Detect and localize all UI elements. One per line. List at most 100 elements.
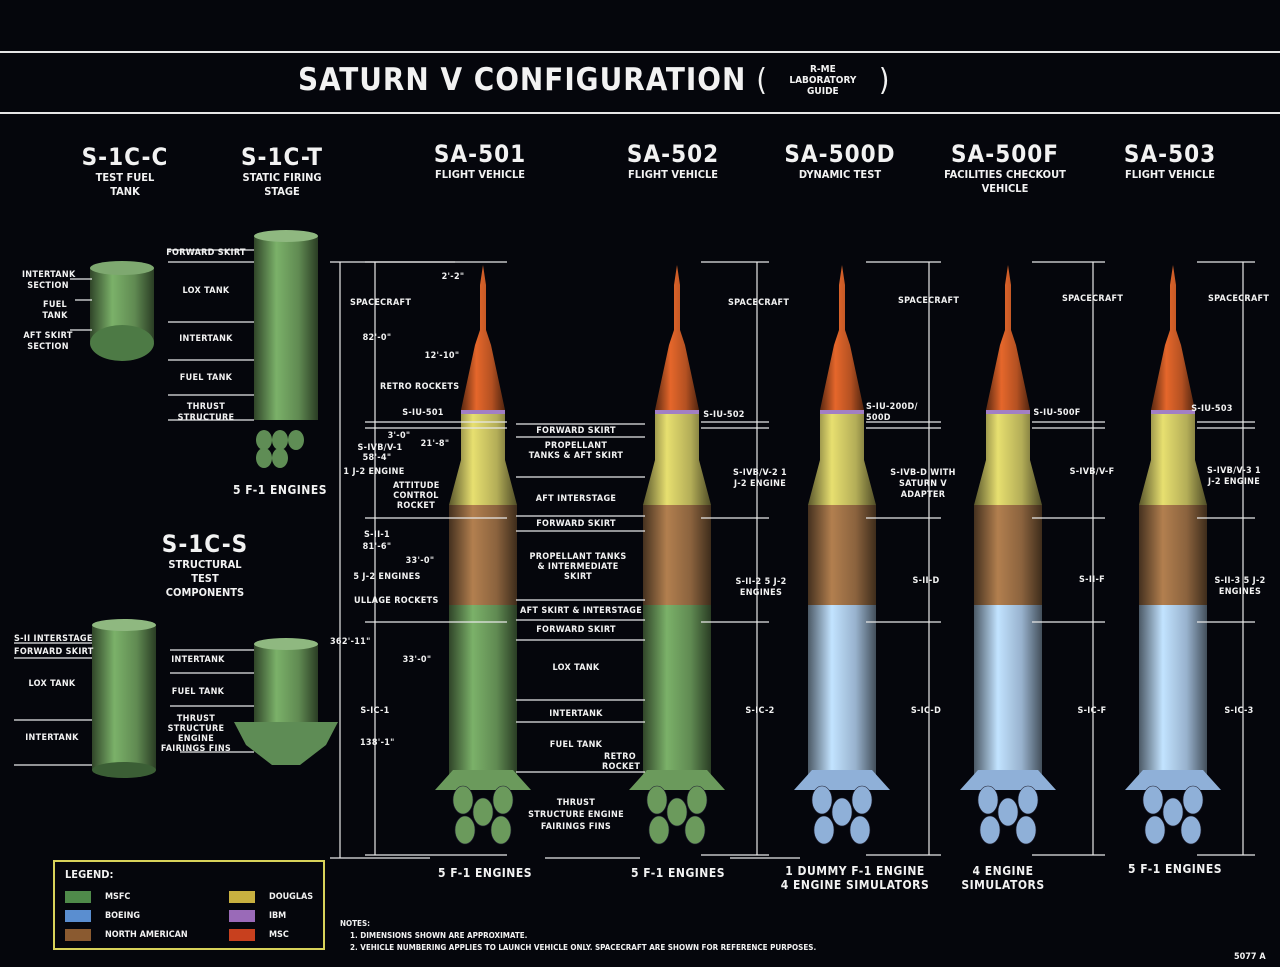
spacecraft	[655, 265, 699, 410]
dim-label: 1 J-2 ENGINE	[343, 467, 405, 477]
vehicle-subtitle: FLIGHT VEHICLE	[1124, 168, 1216, 181]
s1cs-lox-tank-bottom	[92, 762, 156, 778]
label: FUEL TANK	[171, 687, 225, 697]
notes-title: NOTES:	[340, 919, 371, 928]
paren: (	[756, 62, 767, 98]
s-ic-stage	[1139, 605, 1207, 775]
engine-bell	[666, 797, 688, 827]
legend-swatch	[229, 891, 255, 903]
component-label: LOX TANK	[552, 663, 600, 673]
dim-label: S-IC-F	[1077, 706, 1107, 716]
spacecraft	[820, 265, 864, 410]
s-ii-stage	[449, 505, 517, 605]
dim-label: 58'-4"	[362, 453, 392, 463]
drawing-number: 5077 A	[1234, 952, 1266, 962]
dim-label: 5 J-2 ENGINES	[353, 572, 421, 582]
engine-bell	[646, 785, 668, 815]
dim-label: S-IVB/V-F	[1069, 467, 1115, 477]
note-item: 2. VEHICLE NUMBERING APPLIES TO LAUNCH V…	[350, 943, 817, 952]
label: FORWARD SKIRT	[166, 248, 246, 258]
component-label: RETRO ROCKET	[602, 752, 641, 772]
label: FORWARD SKIRT	[14, 647, 94, 657]
label: INTERTANK SECTION	[22, 270, 76, 291]
engine-bell	[490, 815, 512, 845]
s1cs-fuel-tank	[254, 644, 318, 722]
engine-bell	[1015, 815, 1037, 845]
vehicle-subtitle: FLIGHT VEHICLE	[434, 168, 526, 181]
dim-label: ULLAGE ROCKETS	[354, 596, 439, 606]
f1-engine	[256, 448, 272, 468]
s-ic-stage	[643, 605, 711, 775]
dim-label: 12'-10"	[424, 351, 460, 361]
legend-swatch	[229, 910, 255, 922]
title-sub: R-ME LABORATORY GUIDE	[789, 63, 857, 97]
s1cs-lox-tank-top	[92, 619, 156, 631]
s-ii-stage	[974, 505, 1042, 605]
engine-bell	[648, 815, 670, 845]
vehicle-subtitle: STATIC FIRING STAGE	[242, 171, 322, 198]
vehicle-subtitle: STRUCTURAL TEST COMPONENTS	[165, 558, 245, 599]
component-label: AFT INTERSTAGE	[535, 494, 617, 504]
f1-engine	[272, 430, 288, 450]
title-rule	[0, 112, 1280, 114]
dim-label: S-IC-3	[1224, 706, 1254, 716]
vehicle-id: S-1C-S	[161, 530, 249, 558]
s-ivb-stage	[808, 414, 876, 505]
engine-bell	[1142, 785, 1164, 815]
paren: )	[878, 62, 890, 98]
legend-item-north-american: NORTH AMERICAN	[65, 929, 188, 941]
legend-item-ibm: IBM	[229, 910, 286, 922]
engines-label: 5 F-1 ENGINES	[1128, 862, 1222, 876]
engine-bell	[977, 785, 999, 815]
instrument-unit	[986, 410, 1030, 414]
s-ivb-stage	[643, 414, 711, 505]
dim-label: 33'-0"	[405, 556, 435, 566]
dim-label: S-IVB/V-2 1 J-2 ENGINE	[733, 468, 787, 489]
legend-swatch	[229, 929, 255, 941]
engine-bell	[997, 797, 1019, 827]
vehicle-id: SA-500D	[784, 140, 896, 168]
component-label: FORWARD SKIRT	[536, 625, 616, 635]
label: INTERTANK	[25, 733, 79, 743]
dim-label: S-II-3 5 J-2 ENGINES	[1214, 576, 1266, 597]
dim-label: 21'-8"	[420, 439, 450, 449]
label: LOX TANK	[28, 679, 76, 689]
legend: LEGEND: MSFC BOEING NORTH AMERICAN DOUGL…	[53, 860, 325, 950]
engine-bell	[1182, 785, 1204, 815]
vehicle-id: S-1C-T	[240, 143, 324, 171]
component-label: PROPELLANT TANKS & INTERMEDIATE SKIRT	[529, 552, 627, 582]
dim-label: S-IC-2	[745, 706, 775, 716]
spacecraft	[1151, 265, 1195, 410]
f1-engine	[272, 448, 288, 468]
fins	[794, 770, 890, 790]
engine-bell	[684, 815, 706, 845]
dim-label: S-IVB-D WITH SATURN V ADAPTER	[890, 468, 956, 500]
dim-label: S-II-2 5 J-2 ENGINES	[735, 577, 787, 598]
engine-bell	[851, 785, 873, 815]
vehicle-subtitle: TEST FUEL TANK	[95, 171, 155, 198]
instrument-unit	[655, 410, 699, 414]
vehicle-id: SA-501	[433, 140, 527, 168]
engines-label: 5 F-1 ENGINES	[233, 483, 327, 497]
spacecraft	[461, 265, 505, 410]
label: FUEL TANK	[42, 300, 68, 321]
dim-label: SPACECRAFT	[1208, 294, 1270, 304]
label: INTERTANK	[171, 655, 225, 665]
label: FUEL TANK	[179, 373, 233, 383]
legend-swatch	[65, 910, 91, 922]
fins	[629, 770, 725, 790]
engine-bell	[811, 785, 833, 815]
dim-label: S-IU-503	[1191, 404, 1233, 414]
engine-bell	[1180, 815, 1202, 845]
vehicle-subtitle: FLIGHT VEHICLE	[627, 168, 719, 181]
s-ic-stage	[808, 605, 876, 775]
s1cc-tank-top	[90, 261, 154, 275]
page-title: SATURN V CONFIGURATION ( R-ME LABORATORY…	[298, 62, 889, 98]
legend-label: IBM	[269, 911, 287, 921]
component-label: INTERTANK	[549, 709, 603, 719]
